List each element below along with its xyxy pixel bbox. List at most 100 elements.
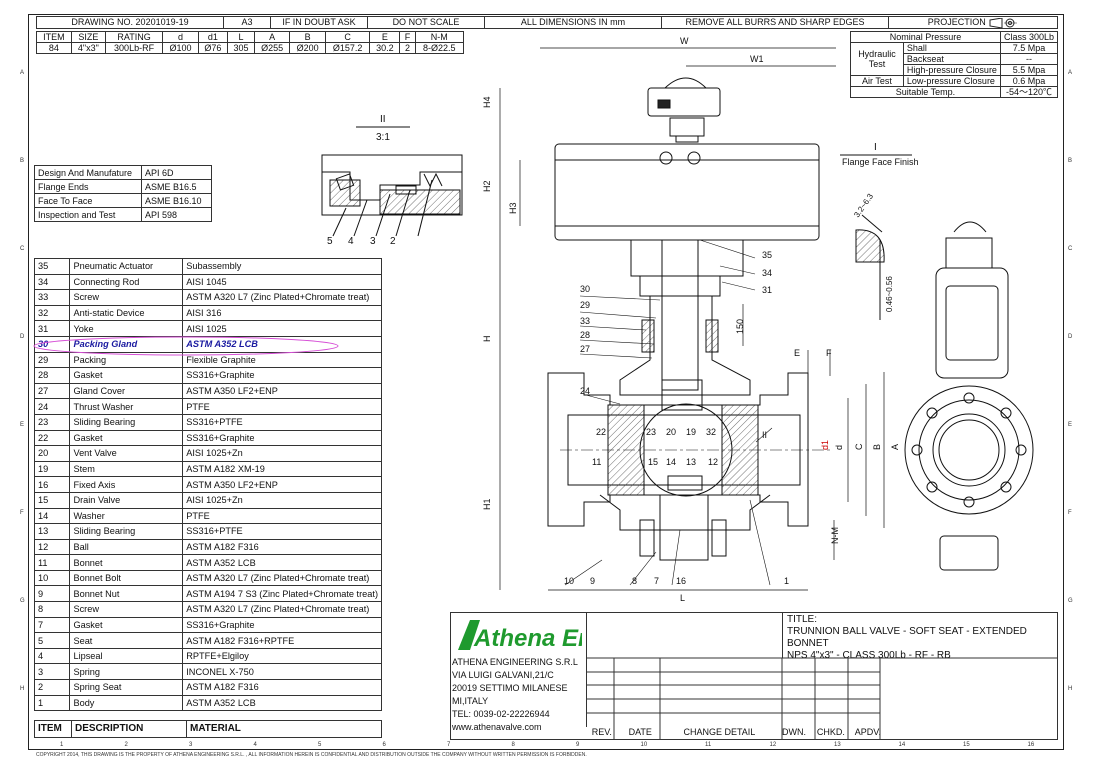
column-tick: 7 [447, 742, 451, 748]
dim-a: A [890, 444, 900, 450]
company-name: ATHENA ENGINEERING S.R.L [452, 657, 578, 667]
dim-h2: H2 [482, 180, 492, 192]
dim-h3: H3 [508, 202, 518, 214]
dim-h1: H1 [482, 498, 492, 510]
column-tick: 16 [1028, 742, 1035, 748]
row-tick: F [1068, 510, 1072, 516]
callout-29: 29 [580, 300, 590, 310]
column-tick: 6 [383, 742, 387, 748]
side-view [904, 221, 1034, 571]
column-tick: 9 [576, 742, 580, 748]
dim-e: E [794, 348, 800, 358]
title-block [450, 612, 1058, 740]
scale-note: DO NOT SCALE [367, 16, 485, 29]
title-line-2: NPS 4"x3" - CLASS 300Lb - RF - RB [787, 650, 951, 661]
valve-body [547, 372, 830, 561]
dim-d: d [834, 445, 844, 450]
callout-24: 24 [580, 386, 590, 396]
row-tick: B [20, 158, 24, 164]
column-tick: 12 [770, 742, 777, 748]
revision-header-cell: APDV. [854, 727, 881, 737]
dim-value: Ø100 [162, 42, 199, 54]
row-tick: C [1068, 246, 1073, 252]
callout-35: 35 [762, 250, 772, 260]
drawing-number: DRAWING NO. 20201019-19 [36, 16, 224, 29]
dim-w1: W1 [750, 54, 764, 64]
column-tick: 15 [963, 742, 970, 748]
revision-grid [586, 612, 783, 727]
revision-header-cell: CHANGE DETAIL [683, 727, 756, 737]
callout-20: 20 [666, 427, 676, 437]
callout-32: 32 [706, 427, 716, 437]
column-tick: 3 [189, 742, 193, 748]
column-tick: 14 [899, 742, 906, 748]
dimensions-note: ALL DIMENSIONS IN mm [484, 16, 662, 29]
dim-c: C [854, 443, 864, 450]
bom-item: 1 [33, 694, 71, 712]
row-tick: D [1068, 334, 1073, 340]
dim-value: Ø76 [197, 42, 229, 54]
callout-12: 12 [708, 457, 718, 467]
copyright-note: COPYRIGHT 2014, THIS DRAWING IS THE PROP… [36, 752, 587, 758]
callout-31: 31 [762, 285, 772, 295]
callout-10: 10 [564, 576, 574, 586]
callout-1: 1 [784, 576, 789, 586]
column-tick: 8 [512, 742, 516, 748]
title-label: TITLE: [787, 614, 818, 625]
callout-9: 9 [590, 576, 595, 586]
callout-19: 19 [686, 427, 696, 437]
callout-7: 7 [654, 576, 659, 586]
bom-item: 2 [33, 679, 71, 696]
row-tick: D [20, 334, 25, 340]
column-tick: 5 [318, 742, 322, 748]
row-tick: F [20, 510, 24, 516]
dim-nm: N-M [830, 527, 840, 544]
column-tick: 11 [705, 742, 712, 748]
detail-ii-view [321, 126, 463, 237]
dim-f: F [826, 348, 832, 358]
dim-w: W [680, 36, 689, 46]
row-tick: G [1068, 598, 1073, 604]
dim-h4: H4 [482, 96, 492, 108]
callout-8: 8 [632, 576, 637, 586]
flange-detail-caption: Flange Face Finish [842, 157, 919, 167]
company-web: www.athenavalve.com [452, 722, 542, 732]
header-bar: DRAWING NO. 20201019-19 A3 IF IN DOUBT A… [36, 16, 1058, 29]
burrs-note: REMOVE ALL BURRS AND SHARP EDGES [661, 16, 889, 29]
column-tick: 1 [60, 742, 64, 748]
callout-16: 16 [676, 576, 686, 586]
revision-header-cell: DWN. [782, 727, 807, 737]
detail-callout-5: 5 [327, 236, 333, 247]
row-tick: A [1068, 70, 1072, 76]
flange-face-finish-detail [840, 154, 912, 320]
callout-30: 30 [580, 284, 590, 294]
dim-value: 300Lb-RF [104, 42, 164, 54]
bom-material: ASTM A352 LCB [182, 694, 382, 712]
row-tick: C [20, 246, 25, 252]
callout-22: 22 [596, 427, 606, 437]
revision-header-cell: REV. [591, 727, 612, 737]
drawing-sheet [28, 14, 1064, 750]
revision-grid-lines [586, 657, 1058, 740]
company-street: VIA LUIGI GALVANI,21/C [452, 670, 554, 680]
row-tick: E [1068, 422, 1072, 428]
detail-ii-scale: 3:1 [376, 132, 390, 143]
company-city: 20019 SETTIMO MILANESE [452, 683, 568, 693]
